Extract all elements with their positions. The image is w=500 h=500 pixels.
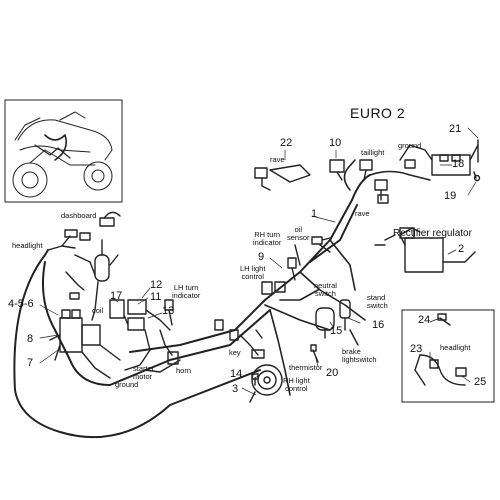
part-number-24: 24 xyxy=(418,314,431,326)
part-number-16: 16 xyxy=(372,319,385,331)
part-number-11: 11 xyxy=(150,291,162,303)
label-headlight-inset: headlight xyxy=(440,343,471,352)
label-lh-light-control: LH light control xyxy=(240,264,266,281)
label-oil-sensor: oil sensor xyxy=(287,225,310,242)
label-neutral-switch: neutral switch xyxy=(314,281,337,298)
label-lh-turn-indicator: LH turn indicator xyxy=(172,283,201,300)
part-number-13: 13 xyxy=(162,305,175,317)
motorcycle-inset-frame xyxy=(4,99,123,203)
label-taillight: taillight xyxy=(361,148,385,157)
part-number-4-5-6: 4-5-6 xyxy=(8,298,34,310)
label-rave-right: rave xyxy=(355,209,370,218)
part-number-12: 12 xyxy=(150,279,163,291)
horn-part xyxy=(249,364,283,403)
motorcycle-sketch xyxy=(12,111,113,198)
label-rh-turn-indicator: RH turn indicator xyxy=(253,230,282,247)
label-rectifier-regulator: Rectifier regulator xyxy=(393,228,472,239)
label-starter-motor: starter motor xyxy=(133,364,155,381)
label-thermistor: thermistor xyxy=(289,363,323,372)
part-number-8: 8 xyxy=(27,333,34,345)
label-stand-switch: stand switch xyxy=(367,293,388,310)
rave-left-part xyxy=(254,164,311,191)
label-headlight-left: headlight xyxy=(12,241,43,250)
part-number-10: 10 xyxy=(329,137,342,149)
part-number-1: 1 xyxy=(311,208,318,220)
label-brake-light-switch: brake lightswitch xyxy=(342,347,377,364)
part-number-3: 3 xyxy=(232,383,239,395)
part-number-2: 2 xyxy=(458,243,465,255)
part-number-20: 20 xyxy=(326,367,339,379)
part-number-15: 15 xyxy=(330,325,343,337)
rectifier-regulator-part xyxy=(374,227,476,273)
main-harness xyxy=(13,249,49,391)
part-number-17: 17 xyxy=(110,290,123,302)
part-number-25: 25 xyxy=(474,376,487,388)
label-horn: horn xyxy=(176,366,192,375)
part-number-7: 7 xyxy=(27,357,34,369)
part-number-23: 23 xyxy=(410,343,423,355)
label-coil: coil xyxy=(92,306,104,315)
label-ground-bottom: ground xyxy=(115,380,139,389)
part-number-19: 19 xyxy=(444,190,457,202)
part-number-14: 14 xyxy=(230,368,243,380)
headlight-inset-frame xyxy=(401,309,495,403)
label-rave-left: rave xyxy=(270,155,285,164)
part-number-21: 21 xyxy=(449,123,462,135)
label-rh-light-control: RH light control xyxy=(283,376,310,393)
diagram-title: EURO 2 xyxy=(350,105,406,121)
label-ground-top: ground xyxy=(398,141,422,150)
label-dashboard: dashboard xyxy=(61,211,97,220)
label-key: key xyxy=(229,348,241,357)
part-number-18: 18 xyxy=(452,158,465,170)
part-number-22: 22 xyxy=(280,137,293,149)
part-number-9: 9 xyxy=(258,251,265,263)
